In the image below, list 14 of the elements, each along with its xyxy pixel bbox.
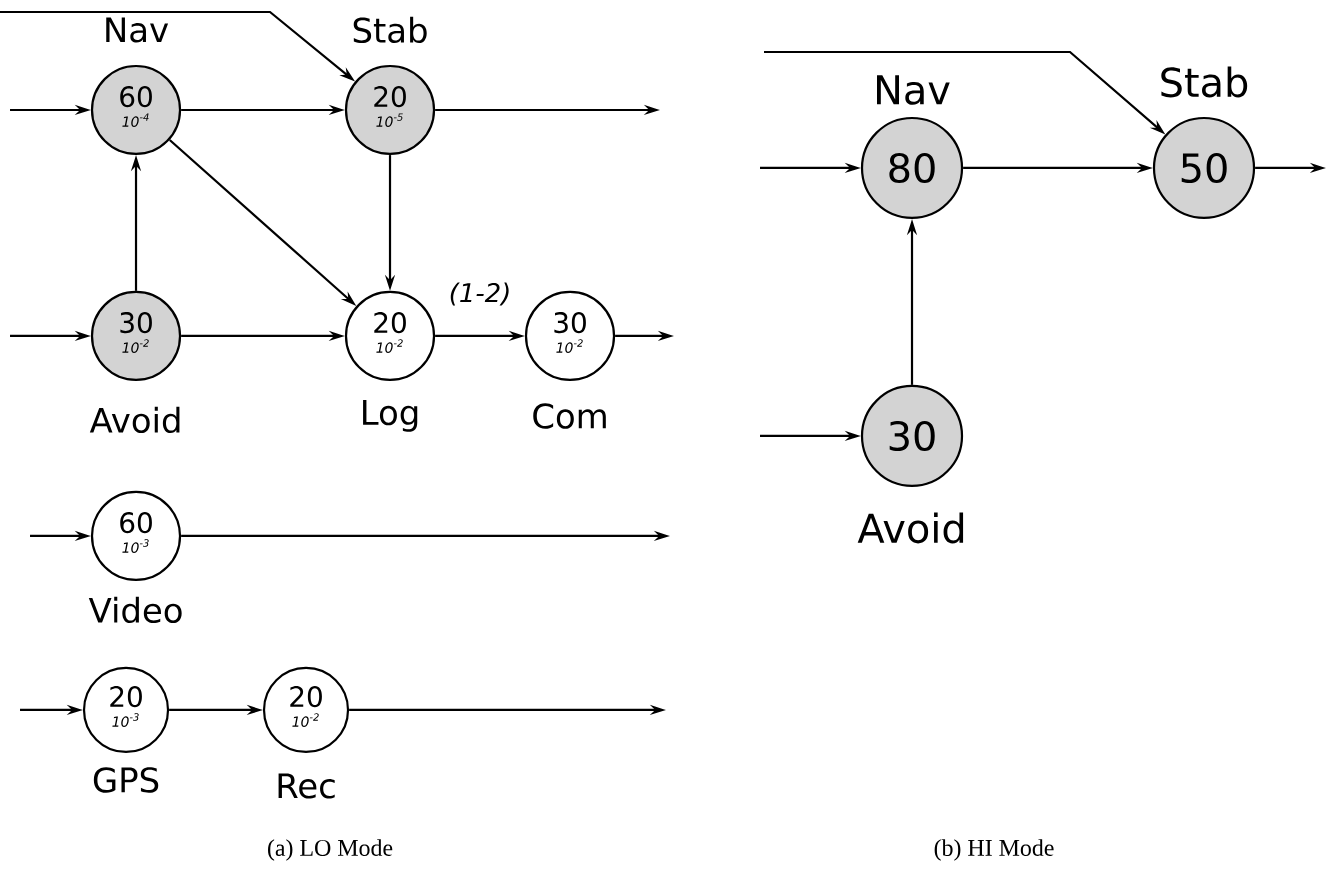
task-name: Log xyxy=(363,400,418,432)
caption: (b) HI Mode xyxy=(934,839,1054,861)
task-name: Video xyxy=(88,596,182,624)
task-name: GPS xyxy=(93,767,159,793)
task-name: Com xyxy=(533,403,606,429)
task-name: Nav xyxy=(877,75,950,105)
task-name: Stab xyxy=(353,16,427,44)
task-name: Stab xyxy=(1161,66,1248,98)
task-name: Avoid xyxy=(89,406,180,434)
task-name: Rec xyxy=(278,773,335,799)
task-name: Avoid xyxy=(857,512,964,544)
caption: (a) LO Mode xyxy=(268,839,393,861)
note-label: (1-2) xyxy=(450,282,509,306)
task-name: Nav xyxy=(106,17,169,43)
